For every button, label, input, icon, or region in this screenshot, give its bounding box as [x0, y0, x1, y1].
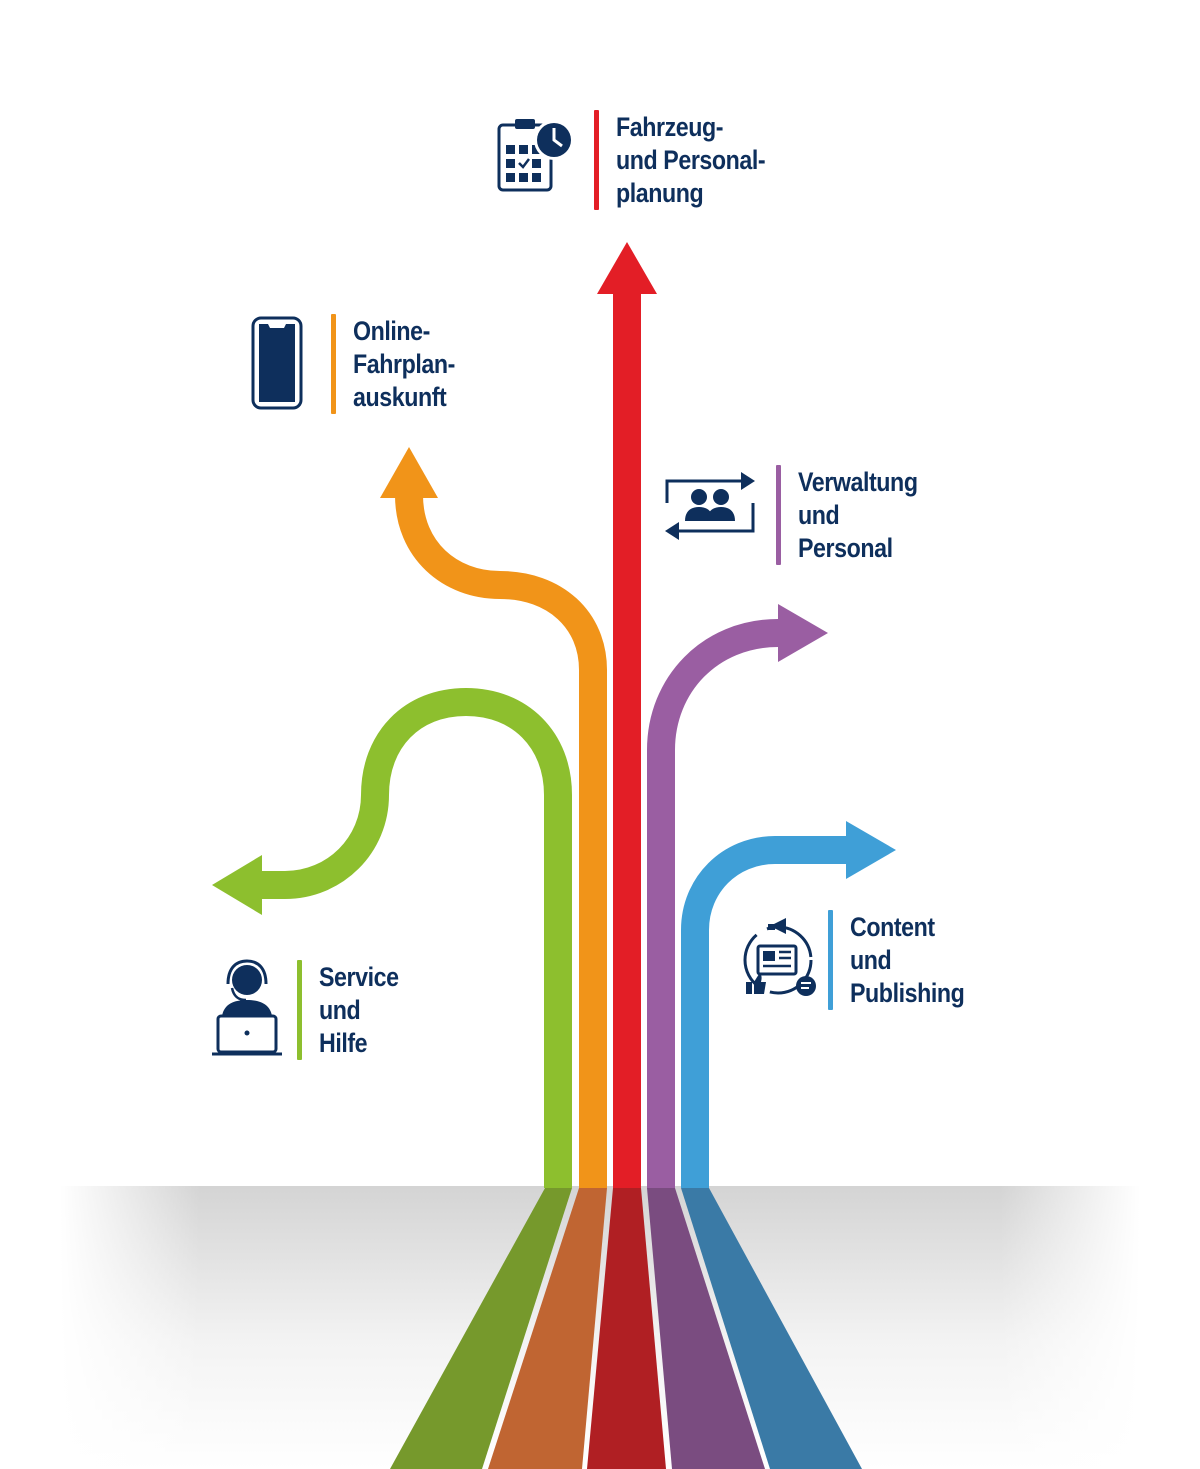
- clipboard-clock-icon: [497, 119, 574, 192]
- label-bar: [828, 910, 833, 1010]
- label-line: Verwaltung: [798, 466, 918, 497]
- label-bar: [331, 314, 336, 414]
- road-stripe-purple: [647, 1188, 765, 1469]
- people-exchange-icon: [665, 472, 755, 540]
- label-line: und: [850, 944, 892, 975]
- label-line: Service: [319, 961, 399, 992]
- label-line: Fahrplan-: [353, 348, 455, 379]
- label-content: Content und Publishing: [828, 910, 983, 1010]
- label-line: Personal: [798, 532, 893, 563]
- label-bar: [776, 465, 781, 565]
- smartphone-icon: [251, 316, 303, 410]
- label-line: planung: [616, 177, 704, 208]
- arrow-online: [380, 447, 607, 1188]
- label-bar: [297, 960, 302, 1060]
- label-bar: [594, 110, 599, 210]
- content-publishing-icon: [743, 918, 816, 996]
- arrow-content: [681, 821, 896, 1188]
- road-stripes: [390, 1188, 862, 1469]
- label-line: und: [798, 499, 840, 530]
- label-line: Online-: [353, 315, 430, 346]
- label-line: auskunft: [353, 381, 447, 412]
- label-line: Hilfe: [319, 1027, 368, 1058]
- label-service: Service und Hilfe: [297, 960, 412, 1060]
- label-line: Fahrzeug-: [616, 111, 724, 142]
- road-stripe-green: [390, 1188, 572, 1469]
- label-fahrzeug: Fahrzeug- und Personal- planung: [594, 110, 790, 210]
- arrow-fahrzeug: [597, 242, 657, 1188]
- road-stripe-red: [587, 1188, 666, 1469]
- label-online: Online- Fahrplan- auskunft: [331, 314, 472, 414]
- label-line: Publishing: [850, 977, 965, 1008]
- support-agent-icon: [212, 959, 282, 1056]
- label-line: und: [319, 994, 361, 1025]
- road-stripe-blue: [681, 1188, 862, 1469]
- label-verwaltung: Verwaltung und Personal: [776, 465, 937, 565]
- arrow-verwaltung: [647, 604, 828, 1188]
- road-stripe-orange: [488, 1188, 607, 1469]
- arrow-service: [212, 687, 572, 1188]
- label-line: Content: [850, 911, 935, 942]
- label-line: und Personal-: [616, 144, 766, 175]
